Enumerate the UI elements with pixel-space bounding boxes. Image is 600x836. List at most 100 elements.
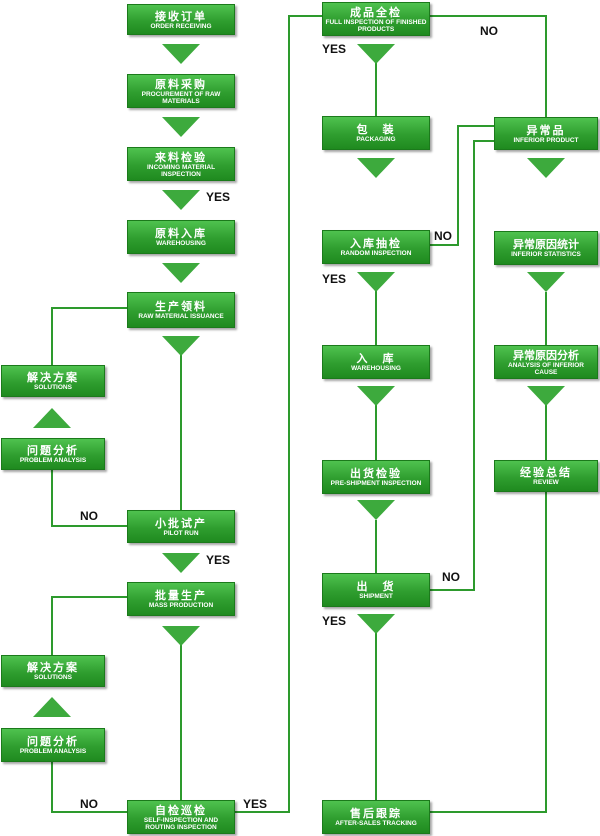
node-subtitle: PACKAGING xyxy=(356,136,396,143)
node-title: 原料入库 xyxy=(155,227,207,240)
node-title: 成品全检 xyxy=(350,5,402,19)
node-title: 来料检验 xyxy=(155,150,207,164)
node-solutions-2: 解决方案 SOLUTIONS xyxy=(1,655,105,687)
label-yes-pilot: YES xyxy=(206,553,231,567)
node-subtitle: INCOMING MATERIAL INSPECTION xyxy=(146,163,216,178)
node-material-issuance: 生产领料 RAW MATERIAL ISSUANCE xyxy=(127,292,235,328)
node-title: 售后跟踪 xyxy=(350,807,402,820)
node-subtitle: SHIPMENT xyxy=(359,593,393,600)
label-no-self: NO xyxy=(80,797,98,811)
node-title: 小批试产 xyxy=(155,516,207,530)
node-subtitle: AFTER-SALES TRACKING xyxy=(335,820,417,827)
arrow-down-icon xyxy=(162,263,200,283)
node-title: 异常原因统计 xyxy=(513,238,579,251)
node-title: 入 库 xyxy=(356,352,396,365)
node-title: 解决方案 xyxy=(27,661,79,674)
node-warehousing-finished: 入 库 WAREHOUSING xyxy=(322,345,430,379)
node-packaging: 包 装 PACKAGING xyxy=(322,116,430,150)
node-title: 解决方案 xyxy=(27,371,79,384)
connector xyxy=(51,596,127,655)
node-order-receiving: 接收订单 ORDER RECEIVING xyxy=(127,4,235,35)
node-subtitle: FULL INSPECTION OF FINISHED PRODUCTS xyxy=(325,18,427,33)
node-subtitle: INFERIOR STATISTICS xyxy=(511,251,581,258)
label-no-random: NO xyxy=(434,229,452,243)
node-warehousing-raw: 原料入库 WAREHOUSING xyxy=(127,220,235,254)
node-pilot-run: 小批试产 PILOT RUN xyxy=(127,510,235,543)
label-yes-shipment: YES xyxy=(322,614,347,628)
node-subtitle: RANDOM INSPECTION xyxy=(340,250,412,257)
node-procurement: 原料采购 PROCUREMENT OF RAW MATERIALS xyxy=(127,74,235,108)
node-subtitle: WAREHOUSING xyxy=(156,240,206,247)
node-title: 出货检验 xyxy=(350,467,402,480)
node-subtitle: SELF-INSPECTION AND ROUTING INSPECTION xyxy=(143,816,219,831)
node-subtitle: ANALYSIS OF INFERIOR CAUSE xyxy=(508,361,584,376)
label-yes-incoming: YES xyxy=(206,190,231,204)
connector xyxy=(430,125,494,246)
node-mass-production: 批量生产 MASS PRODUCTION xyxy=(127,582,235,616)
label-no-pilot: NO xyxy=(80,509,98,523)
connector xyxy=(430,492,547,813)
connector xyxy=(51,470,127,527)
node-problem-analysis-1: 问题分析 PROBLEM ANALYSIS xyxy=(1,438,105,470)
node-solutions-1: 解决方案 SOLUTIONS xyxy=(1,365,105,397)
label-yes-full: YES xyxy=(322,42,347,56)
node-title: 问题分析 xyxy=(27,735,79,748)
arrow-down-icon xyxy=(162,626,200,646)
node-subtitle: MASS PRODUCTION xyxy=(148,602,214,609)
node-subtitle: RAW MATERIAL ISSUANCE xyxy=(138,313,224,320)
arrow-down-icon xyxy=(357,500,395,520)
node-title: 自检巡检 xyxy=(155,803,207,817)
node-analysis-inferior-cause: 异常原因分析 ANALYSIS OF INFERIOR CAUSE xyxy=(494,345,598,379)
arrow-down-icon xyxy=(162,44,200,64)
node-subtitle: PROCUREMENT OF RAW MATERIALS xyxy=(141,90,221,105)
node-shipment: 出 货 SHIPMENT xyxy=(322,573,430,607)
node-problem-analysis-2: 问题分析 PROBLEM ANALYSIS xyxy=(1,728,105,762)
connector xyxy=(51,762,127,813)
node-title: 包 装 xyxy=(356,123,396,136)
node-title: 异常原因分析 xyxy=(513,348,579,362)
connector xyxy=(430,140,494,591)
arrow-down-icon xyxy=(357,44,395,64)
arrow-down-icon xyxy=(357,158,395,178)
label-no-shipment: NO xyxy=(442,570,460,584)
node-subtitle: SOLUTIONS xyxy=(34,674,72,681)
node-subtitle: PROBLEM ANALYSIS xyxy=(19,748,87,755)
node-subtitle: SOLUTIONS xyxy=(34,384,72,391)
arrow-down-icon xyxy=(527,158,565,178)
connector xyxy=(51,307,127,365)
node-subtitle: PRE-SHIPMENT INSPECTION xyxy=(330,480,422,487)
node-title: 批量生产 xyxy=(155,589,207,602)
node-title: 生产领料 xyxy=(155,300,207,313)
node-title: 异常品 xyxy=(526,123,566,137)
arrow-down-icon xyxy=(357,386,395,406)
node-title: 接收订单 xyxy=(155,9,207,23)
node-random-inspection: 入库抽检 RANDOM INSPECTION xyxy=(322,230,430,264)
node-subtitle: INFERIOR PRODUCT xyxy=(513,136,579,144)
arrow-down-icon xyxy=(357,614,395,634)
arrow-down-icon xyxy=(162,190,200,210)
node-subtitle: REVIEW xyxy=(533,479,559,486)
node-title: 原料采购 xyxy=(155,77,207,91)
node-subtitle: WAREHOUSING xyxy=(351,365,401,372)
node-subtitle: ORDER RECEIVING xyxy=(150,22,212,30)
arrow-up-icon xyxy=(33,697,71,717)
label-no-full: NO xyxy=(480,24,498,38)
label-yes-self: YES xyxy=(243,797,268,811)
node-self-inspection: 自检巡检 SELF-INSPECTION AND ROUTING INSPECT… xyxy=(127,800,235,834)
node-subtitle: PILOT RUN xyxy=(163,529,199,537)
arrow-up-icon xyxy=(33,408,71,428)
arrow-down-icon xyxy=(162,117,200,137)
node-full-inspection: 成品全检 FULL INSPECTION OF FINISHED PRODUCT… xyxy=(322,2,430,36)
connector xyxy=(235,15,322,813)
arrow-down-icon xyxy=(357,272,395,292)
connector xyxy=(430,15,547,117)
arrow-down-icon xyxy=(162,553,200,573)
node-inferior-product: 异常品 INFERIOR PRODUCT xyxy=(494,117,598,150)
node-review: 经验总结 REVIEW xyxy=(494,460,598,492)
node-subtitle: PROBLEM ANALYSIS xyxy=(19,457,87,464)
node-incoming-inspection: 来料检验 INCOMING MATERIAL INSPECTION xyxy=(127,147,235,181)
node-inferior-statistics: 异常原因统计 INFERIOR STATISTICS xyxy=(494,231,598,265)
arrow-down-icon xyxy=(527,272,565,292)
